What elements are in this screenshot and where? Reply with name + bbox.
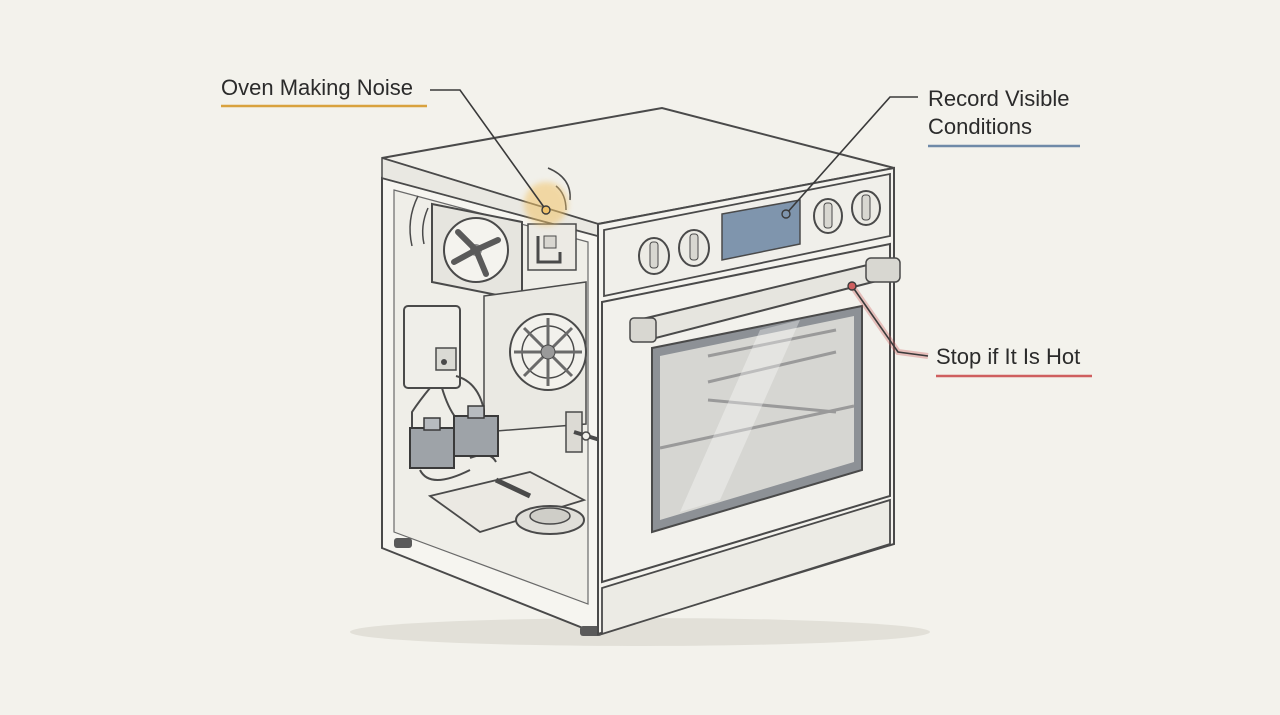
floor-shadow (350, 618, 930, 646)
noise-lines-left (409, 195, 429, 247)
label-stop-if-hot: Stop if It Is Hot (936, 343, 1080, 371)
wiring (411, 375, 497, 481)
knob-1[interactable] (638, 237, 670, 275)
gas-valve-right (453, 405, 499, 457)
control-module (403, 305, 461, 389)
label-record-line-2: Conditions (928, 114, 1032, 139)
door-hinge (565, 411, 601, 453)
knob-2[interactable] (678, 229, 710, 267)
knob-4[interactable] (851, 190, 881, 226)
cooling-fan (431, 202, 523, 302)
convection-fan (483, 281, 587, 433)
label-record-line-1: Record Visible (928, 86, 1070, 111)
bottom-drawer (601, 498, 891, 636)
label-noise-text: Oven Making Noise (221, 75, 413, 100)
label-record-visible-conditions: Record Visible Conditions (928, 85, 1069, 141)
callout-record-leader (781, 96, 1080, 219)
callout-noise-leader (221, 89, 568, 226)
knob-3[interactable] (813, 198, 843, 234)
label-hot-text: Stop if It Is Hot (936, 344, 1081, 369)
label-oven-making-noise: Oven Making Noise (221, 74, 413, 102)
foot-left (394, 538, 412, 548)
burner-tray (427, 471, 587, 535)
foot-front (580, 626, 602, 636)
gas-valve-left (409, 417, 455, 469)
oven-racks (659, 328, 855, 450)
window-glare (680, 320, 800, 512)
callout-hot-leader (847, 281, 1092, 378)
door-handle[interactable] (629, 257, 901, 343)
wiring-bracket (527, 223, 577, 271)
oven-window (660, 316, 854, 520)
display-panel (721, 199, 801, 261)
